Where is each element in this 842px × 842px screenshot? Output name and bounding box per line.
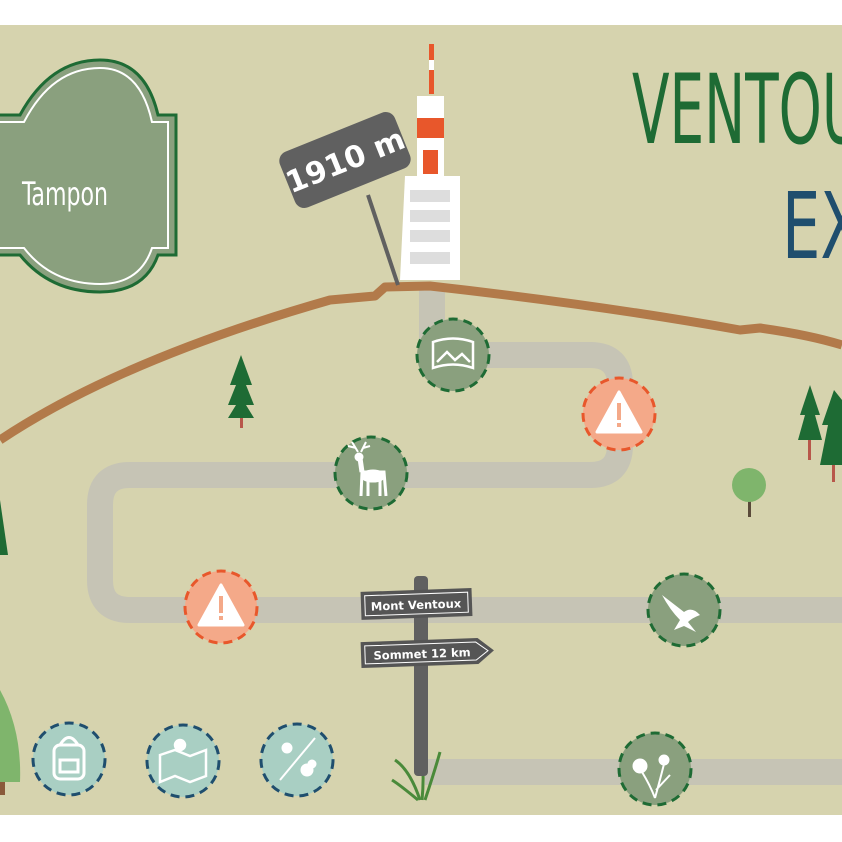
pine-tree [798, 385, 822, 460]
sign-mont-ventoux: Mont Ventoux [371, 596, 462, 613]
legend-weather[interactable] [259, 722, 335, 798]
warning-icon [197, 583, 245, 627]
weather-icon [279, 737, 317, 781]
title-line2: EX [782, 173, 842, 280]
pine-tree [820, 390, 842, 482]
panorama-icon [431, 337, 475, 370]
legend-map[interactable] [145, 723, 221, 799]
legend-backpack[interactable] [31, 721, 107, 797]
eagle-icon [662, 595, 700, 632]
pine-tree [228, 355, 254, 428]
marker-wildlife-deer[interactable] [333, 435, 409, 511]
title-line1: VENTOU [632, 54, 842, 166]
signpost: Mont Ventoux Sommet 12 km [360, 576, 494, 776]
pine-tree [0, 500, 8, 555]
stamp-frame: Tampon [0, 58, 178, 294]
backpack-icon [52, 736, 86, 781]
marker-viewpoint[interactable] [415, 317, 491, 393]
round-tree [732, 468, 766, 517]
summit-tower [400, 44, 460, 280]
marker-wildlife-eagle[interactable] [646, 572, 722, 648]
warning-icon [595, 390, 643, 434]
marker-flora[interactable] [617, 731, 693, 807]
marker-danger[interactable] [183, 569, 259, 645]
sign-sommet-distance: Sommet 12 km [373, 645, 471, 662]
stamp-label: Tampon [21, 175, 108, 213]
marker-danger[interactable] [581, 376, 657, 452]
map-icon [158, 738, 208, 784]
flower-icon [632, 754, 671, 799]
deer-icon [347, 441, 388, 497]
mountain-ridge [0, 281, 842, 444]
tall-tree [0, 690, 21, 795]
